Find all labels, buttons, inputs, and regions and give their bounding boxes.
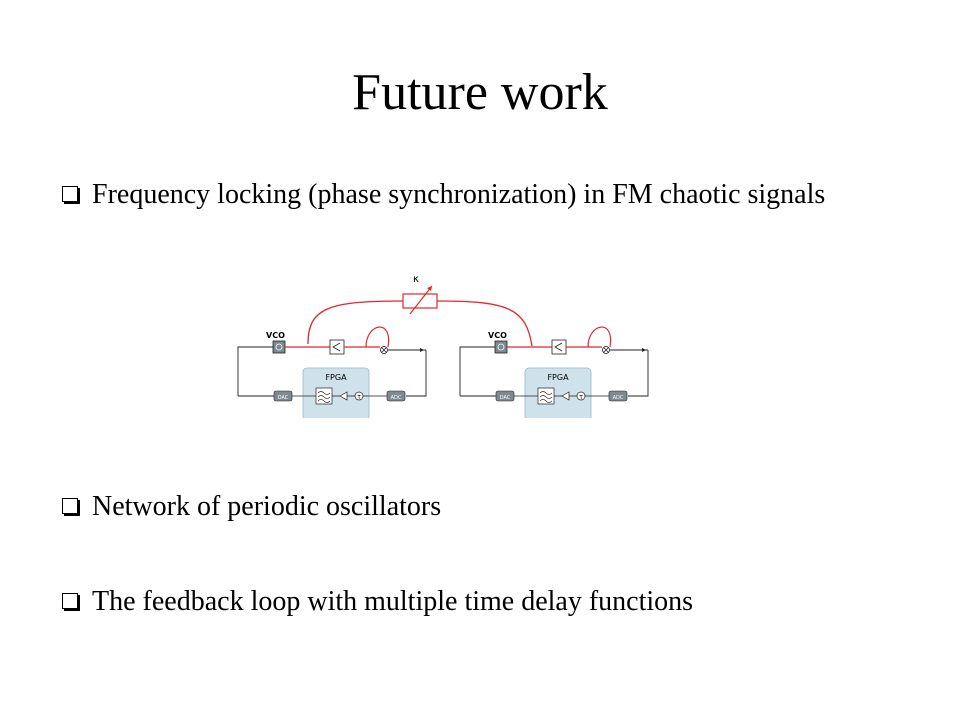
vco-label: VCO xyxy=(266,331,285,340)
checkbox-bullet-icon xyxy=(62,498,78,514)
tau-label: τ xyxy=(357,394,361,401)
coupled-oscillators-diagram: κ VCO FPGA ADC τ DAC xyxy=(237,274,649,418)
bullet-text: The feedback loop with multiple time del… xyxy=(92,586,694,617)
checkbox-bullet-icon xyxy=(62,186,78,202)
gain-icon xyxy=(339,391,348,401)
oscillator-unit-1: VCO FPGA ADC τ DAC xyxy=(237,326,427,418)
gain-icon xyxy=(561,391,570,401)
vco-block xyxy=(272,340,286,354)
bullet-text: Frequency locking (phase synchronization… xyxy=(92,179,826,210)
coupling-label: κ xyxy=(413,274,419,285)
oscillator-unit-2: VCO FPGA ADC τ DAC xyxy=(459,326,649,418)
vco-block xyxy=(494,340,508,354)
dac-label: DAC xyxy=(278,395,289,401)
amplifier-block xyxy=(329,339,345,355)
vco-icon xyxy=(497,343,505,351)
coupling-line-right xyxy=(436,300,533,347)
fpga-label: FPGA xyxy=(325,373,347,382)
fpga-label: FPGA xyxy=(547,373,569,382)
coupling-resistor xyxy=(402,285,438,315)
tau-label: τ xyxy=(579,394,583,401)
vco-icon xyxy=(275,343,283,351)
adc-label: ADC xyxy=(391,395,402,401)
amplifier-block xyxy=(551,339,567,355)
bullet-text: Network of periodic oscillators xyxy=(92,491,442,522)
slide-title: Future work xyxy=(352,64,608,121)
vco-label: VCO xyxy=(488,331,507,340)
coupling-line-left xyxy=(307,300,404,345)
adc-label: ADC xyxy=(613,395,624,401)
dac-label: DAC xyxy=(500,395,511,401)
checkbox-bullet-icon xyxy=(62,593,78,609)
